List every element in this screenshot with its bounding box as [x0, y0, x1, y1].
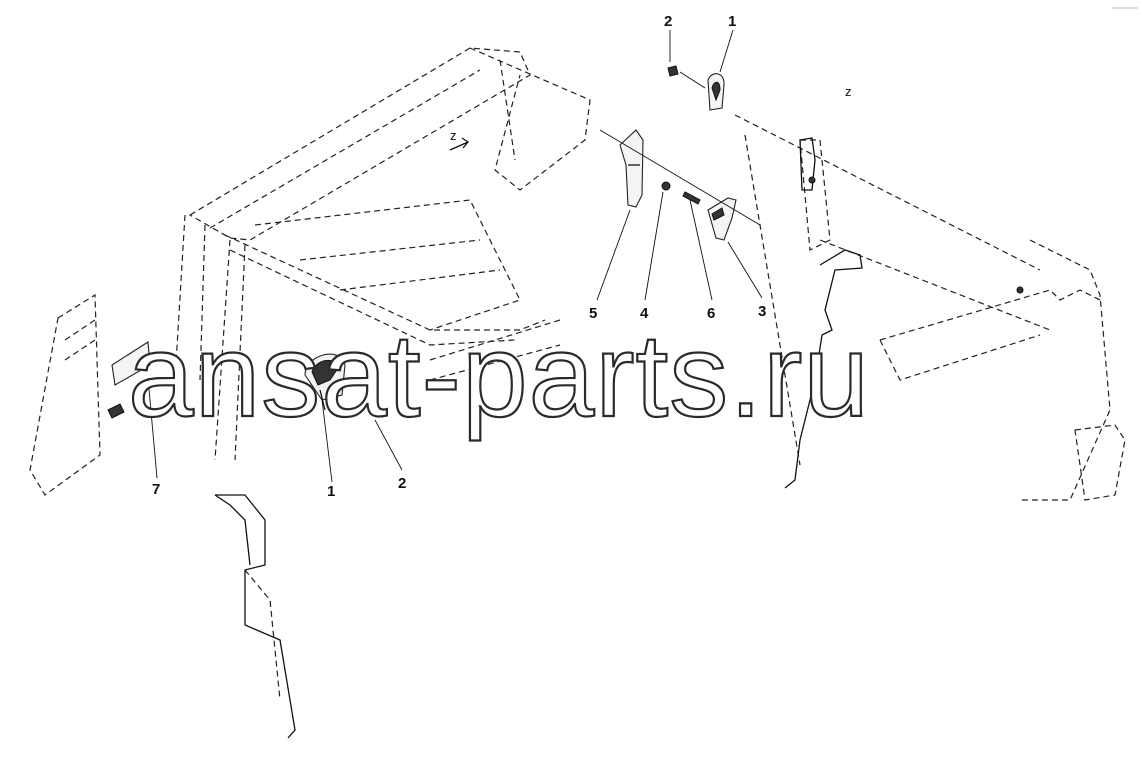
- leader-6: [689, 199, 713, 301]
- handle-part-left: [304, 353, 346, 411]
- leader-left-1: [321, 399, 333, 483]
- left-frame-assembly: [29, 47, 591, 739]
- pin-part-6: [682, 191, 701, 205]
- callout-4: 4: [640, 305, 649, 322]
- view-label-z-right: z: [845, 84, 852, 99]
- leader-top-1: [719, 29, 734, 73]
- leader-left-2: [374, 419, 403, 471]
- leader-3: [727, 241, 763, 299]
- callout-top-2: 2: [664, 13, 672, 30]
- bolt-part-left: [355, 353, 365, 363]
- callout-5: 5: [589, 305, 597, 322]
- callout-left-2: 2: [398, 475, 406, 492]
- leader-4: [644, 191, 664, 301]
- bracket-part-5: [619, 129, 644, 208]
- right-frame-assembly: [734, 114, 1126, 501]
- leader-5: [596, 209, 631, 301]
- callout-7: 7: [152, 481, 160, 498]
- washer-part-4: [661, 181, 671, 191]
- watermark-text: ansat-parts.ru: [128, 310, 870, 442]
- exploded-parts: [599, 65, 761, 241]
- callout-3: 3: [758, 303, 766, 320]
- hinge-part-3: [707, 197, 737, 241]
- screw-part-top: [667, 65, 679, 77]
- leader-lines: [147, 29, 763, 483]
- leader-7: [147, 377, 158, 479]
- callout-left-1: 1: [327, 483, 335, 500]
- callout-6: 6: [707, 305, 715, 322]
- view-label-z-left: z: [450, 128, 457, 143]
- callout-top-1: 1: [728, 13, 736, 30]
